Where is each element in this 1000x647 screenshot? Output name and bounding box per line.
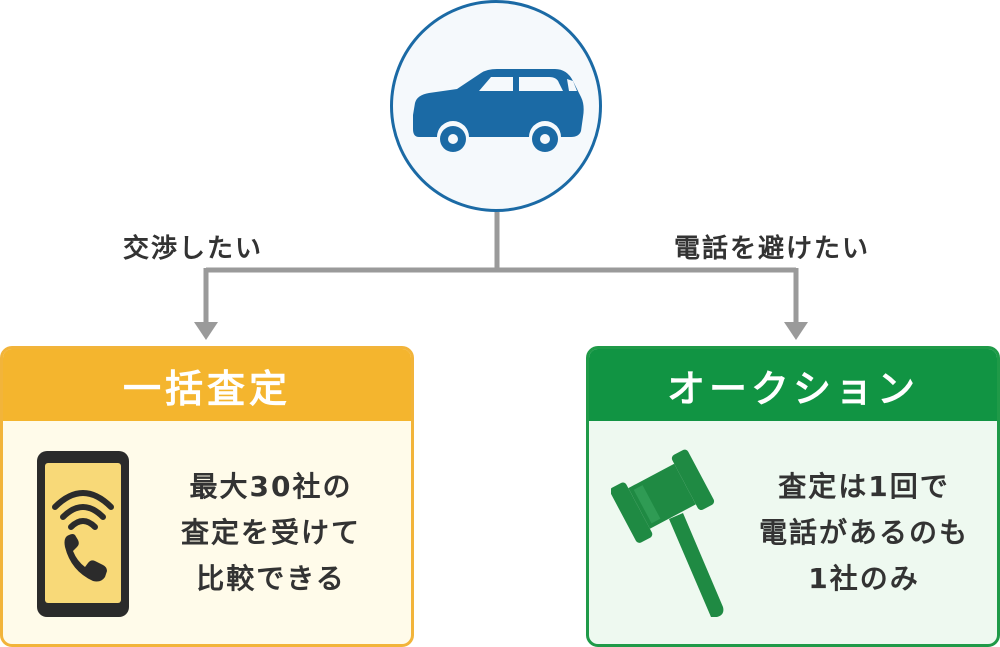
arrow-left [194,322,218,340]
auction-description: 査定は1回で 電話があるのも 1社のみ [744,464,984,602]
bulk-appraisal-line-2: 査定を受けて [180,516,361,549]
smartphone-call-icon [37,451,129,617]
bulk-appraisal-box: 一括査定 最大30社の 査定を受けて 比較できる [0,346,414,647]
car-circle [390,0,602,212]
auction-line-3: 1社のみ [808,562,920,595]
branch-label-avoid-calls: 電話を避けたい [674,234,871,264]
auction-title: オークション [589,349,997,421]
gavel-icon [611,449,724,617]
bulk-appraisal-title: 一括査定 [3,349,411,421]
bulk-appraisal-description: 最大30社の 査定を受けて 比較できる [153,464,389,602]
car-icon [413,69,584,152]
arrow-right [784,322,808,340]
bulk-appraisal-line-3: 比較できる [196,562,346,595]
bulk-appraisal-line-1: 最大30社の [189,470,353,503]
auction-line-1: 査定は1回で [778,470,950,503]
auction-line-2: 電話があるのも [758,516,969,549]
auction-box: オークション 査定は1回で 電話があるのも 1社のみ [586,346,1000,647]
branch-label-negotiate: 交渉したい [123,234,264,264]
